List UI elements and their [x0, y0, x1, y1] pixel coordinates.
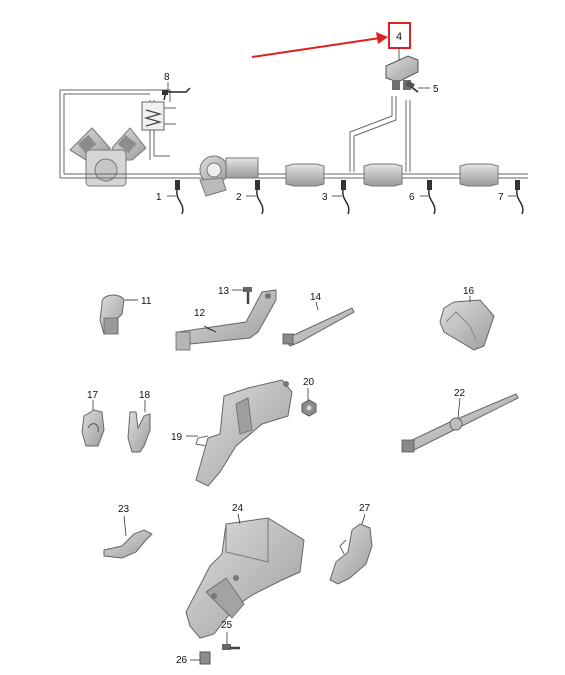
- callout-18: 18: [139, 390, 151, 401]
- engine-block: [69, 127, 147, 187]
- callout-3: 3: [322, 192, 328, 203]
- part-26-nut: [199, 651, 211, 665]
- callout-13: 13: [218, 286, 230, 297]
- callout-7: 7: [498, 192, 504, 203]
- part-27-clamp: [329, 523, 373, 585]
- part-17-clip: [81, 409, 105, 447]
- exhaust-system-schematic: [59, 55, 528, 215]
- callout-24: 24: [232, 503, 244, 514]
- turbocharger: [199, 155, 259, 197]
- part-11-clip: [99, 294, 138, 335]
- callout-11: 11: [141, 296, 152, 307]
- part-20-nut: [301, 399, 317, 417]
- callout-14: 14: [310, 292, 322, 303]
- part-16-cover: [439, 299, 495, 351]
- callout-1: 1: [156, 192, 162, 203]
- callout-25: 25: [221, 620, 233, 631]
- part-22-cable-tie: [401, 393, 519, 453]
- callout-5: 5: [433, 84, 439, 95]
- callout-8: 8: [164, 72, 170, 83]
- particulate-filter: [363, 163, 403, 187]
- callout-2: 2: [236, 192, 242, 203]
- part-23-holder: [103, 529, 153, 559]
- callout-27: 27: [359, 503, 371, 514]
- catalytic-converter-2: [459, 163, 499, 187]
- highlight-marker: [251, 22, 411, 58]
- callout-19: 19: [171, 432, 183, 443]
- temperature-sensor-7: [515, 180, 524, 215]
- temperature-sensor-8: [162, 87, 191, 101]
- callout-22: 22: [454, 388, 466, 399]
- bolt-5: [405, 80, 419, 93]
- callout-26: 26: [176, 655, 188, 666]
- callout-12: 12: [194, 308, 206, 319]
- callout-16: 16: [463, 286, 475, 297]
- callout-6: 6: [409, 192, 415, 203]
- part-14-cable-tie: [282, 307, 355, 347]
- callout-20: 20: [303, 377, 315, 388]
- part-13-bolt: [243, 287, 252, 304]
- part-25-bolt: [222, 644, 240, 650]
- part-18-clip: [127, 411, 151, 453]
- leader-lines: [92, 48, 516, 661]
- part-12-bracket: [175, 289, 277, 351]
- temperature-sensor-2: [255, 180, 264, 215]
- callout-labels: 1 2 3 4 5 6 7 8 11 12 13 14 16 17 18 19 …: [87, 31, 504, 666]
- callout-23: 23: [118, 504, 130, 515]
- temperature-sensor-3: [341, 180, 350, 215]
- callout-17: 17: [87, 390, 99, 401]
- callout-4: 4: [396, 31, 402, 43]
- temperature-sensor-1: [175, 180, 184, 215]
- part-24-bracket: [185, 517, 305, 639]
- temperature-sensor-6: [427, 180, 436, 215]
- catalytic-converter-1: [285, 163, 325, 187]
- part-19-bracket: [195, 379, 293, 487]
- egr-cooler: [141, 101, 176, 131]
